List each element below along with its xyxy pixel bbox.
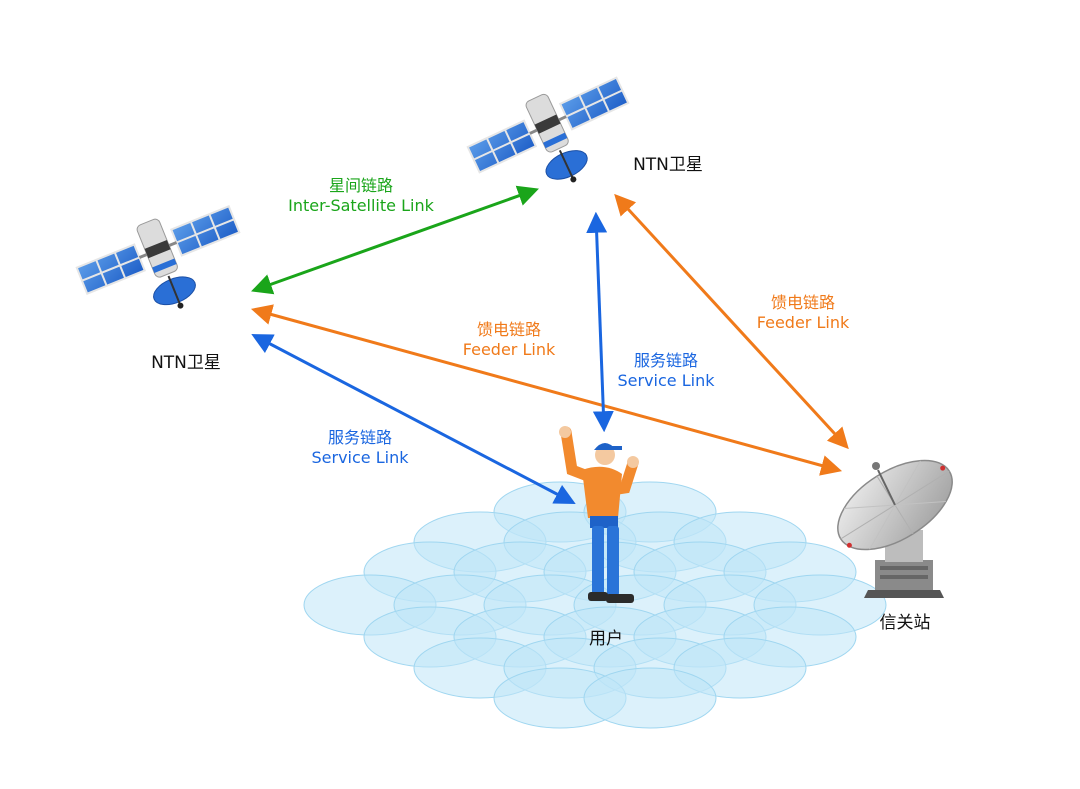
feeder-link-label-right-en: Feeder Link <box>756 313 850 332</box>
feeder-link-label-right: 馈电链路 Feeder Link <box>757 293 849 333</box>
feeder-link-label-right-zh: 馈电链路 <box>770 293 836 312</box>
coverage-cell <box>583 667 717 729</box>
inter-satellite-link-arrow <box>251 185 539 295</box>
service-link-arrow-left <box>251 334 576 504</box>
service-link-label-mid-en: Service Link <box>617 371 715 390</box>
inter-satellite-link-label-zh: 星间链路 <box>328 176 393 195</box>
person-icon <box>559 426 639 603</box>
dish-antenna-icon <box>837 459 953 598</box>
user-label: 用户 <box>589 629 623 649</box>
feeder-link-label-mid: 馈电链路 Feeder Link <box>463 320 555 360</box>
coverage-cells <box>303 481 887 729</box>
inter-satellite-link-label-en: Inter-Satellite Link <box>288 196 434 215</box>
satellite-icon <box>75 204 241 309</box>
gateway-label: 信关站 <box>879 613 931 633</box>
service-link-label-left-en: Service Link <box>311 448 409 467</box>
feeder-link-label-mid-en: Feeder Link <box>462 340 556 359</box>
satellite-icon <box>466 76 630 183</box>
service-link-label-left: 服务链路 Service Link <box>312 428 409 468</box>
feeder-link-label-mid-zh: 馈电链路 <box>476 320 542 339</box>
service-link-arrow-top <box>586 211 614 433</box>
satellite-left-label: NTN卫星 <box>151 353 221 373</box>
service-link-label-mid-zh: 服务链路 <box>633 351 699 370</box>
service-link-label-mid: 服务链路 Service Link <box>618 351 715 391</box>
satellite-top-label: NTN卫星 <box>633 155 703 175</box>
inter-satellite-link-label: 星间链路 Inter-Satellite Link <box>288 176 434 216</box>
service-link-label-left-zh: 服务链路 <box>327 428 393 447</box>
